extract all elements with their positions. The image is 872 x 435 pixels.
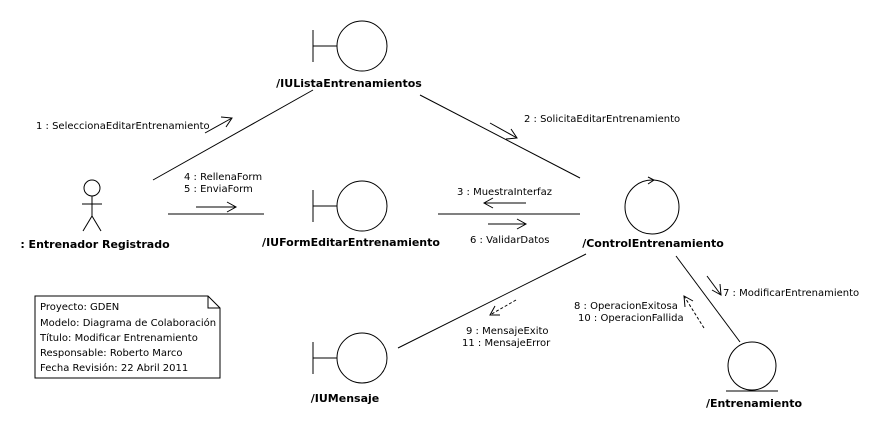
- link-control-mensaje: [397, 253, 587, 349]
- message-label-7: 7 : ModificarEntrenamiento: [723, 288, 859, 299]
- message-label-3: 3 : MuestraInterfaz: [457, 187, 552, 198]
- message-arrow-1: [204, 116, 233, 134]
- link-actor-lista: [152, 89, 314, 181]
- note-line-proyecto: Proyecto: GDEN: [40, 302, 119, 313]
- message-arrow-9-11: [489, 299, 517, 316]
- note-line-responsable: Responsable: Roberto Marco: [40, 348, 183, 359]
- message-label-5: 5 : EnviaForm: [184, 184, 253, 195]
- project-note: Proyecto: GDEN Modelo: Diagrama de Colab…: [34, 295, 221, 379]
- actor-label: : Entrenador Registrado: [20, 238, 170, 251]
- message-label-4: 4 : RellenaForm: [184, 172, 262, 183]
- entity-icon: [726, 341, 778, 392]
- boundary-icon-form: [312, 180, 388, 232]
- boundary-icon-mensaje: [312, 332, 388, 384]
- actor-entrenador-icon: [82, 179, 102, 232]
- link-lista-control: [419, 94, 581, 179]
- note-line-fecha: Fecha Revisión: 22 Abril 2011: [40, 362, 188, 374]
- message-arrow-6: [488, 218, 528, 230]
- boundary-icon-lista: [312, 20, 388, 72]
- object-label-form: /IUFormEditarEntrenamiento: [262, 236, 440, 249]
- control-icon: [624, 176, 680, 235]
- message-label-9: 9 : MensajeExito: [466, 326, 549, 337]
- message-label-2: 2 : SolicitaEditarEntrenamiento: [524, 114, 680, 125]
- message-arrow-2: [489, 122, 518, 140]
- message-arrow-3: [482, 197, 526, 209]
- message-arrow-4-5: [196, 201, 238, 213]
- object-label-mensaje: /IUMensaje: [311, 392, 379, 405]
- object-label-control: /ControlEntrenamiento: [582, 237, 724, 250]
- object-label-lista: /IUListaEntrenamientos: [276, 77, 422, 90]
- message-label-1: 1 : SeleccionaEditarEntrenamiento: [36, 121, 210, 132]
- message-arrow-8-10: [683, 295, 705, 329]
- message-label-6: 6 : ValidarDatos: [470, 235, 550, 246]
- message-arrow-7: [706, 275, 722, 296]
- message-label-10: 10 : OperacionFallida: [578, 313, 684, 324]
- note-line-titulo: Título: Modificar Entrenamiento: [39, 332, 198, 344]
- message-label-8: 8 : OperacionExitosa: [574, 301, 678, 312]
- message-label-11: 11 : MensajeError: [462, 338, 551, 349]
- link-control-entrenamiento: [675, 255, 741, 343]
- object-label-entrenamiento: /Entrenamiento: [706, 397, 803, 410]
- note-line-modelo: Modelo: Diagrama de Colaboración: [40, 317, 216, 329]
